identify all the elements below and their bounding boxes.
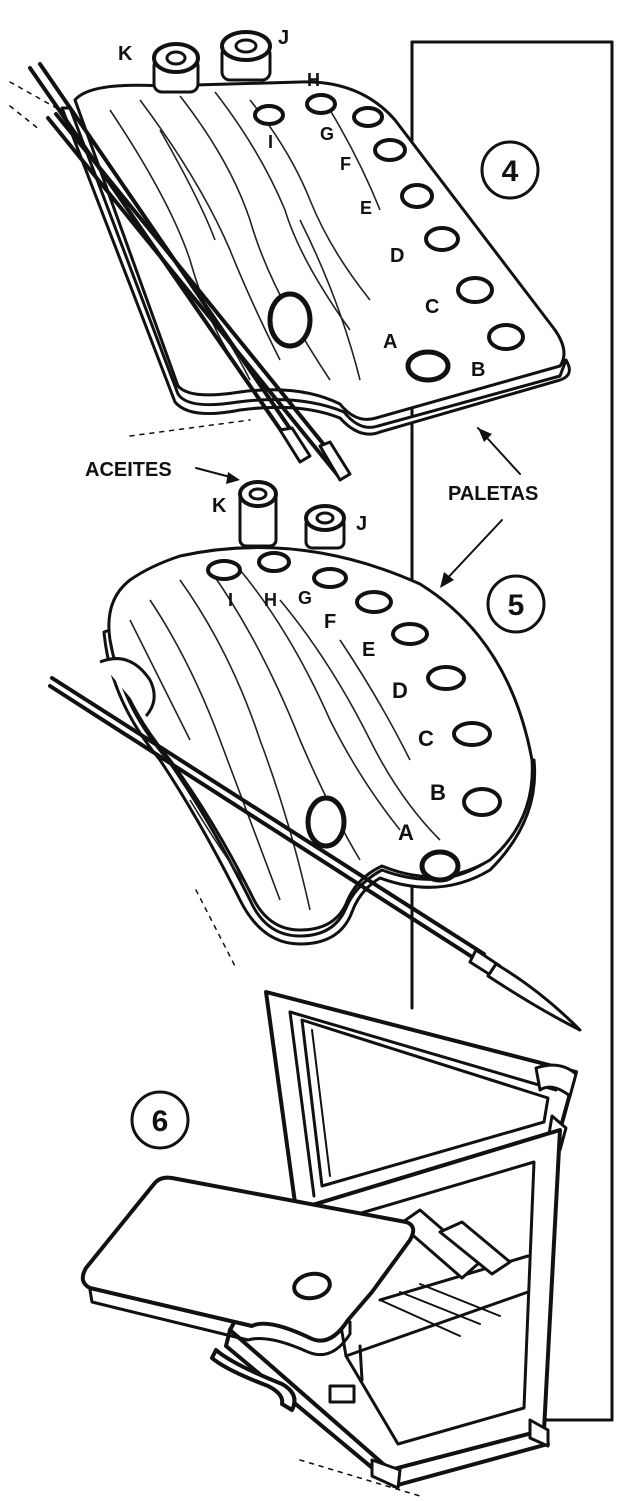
label-5-J: J <box>356 513 367 535</box>
construction-lines <box>9 81 421 1497</box>
label-5-G: G <box>298 588 312 608</box>
label-4-I: I <box>268 132 273 152</box>
figure-5-wells <box>206 551 502 883</box>
label-5-B: B <box>430 780 446 805</box>
aceites-callout: ACEITES <box>85 459 240 484</box>
figure-5-palette: K J I H G F E D C B A 5 <box>48 480 582 1032</box>
label-4-H: H <box>307 70 320 90</box>
label-5-F: F <box>324 611 336 633</box>
aceites-label: ACEITES <box>85 459 172 481</box>
label-4-E: E <box>360 198 372 218</box>
label-5-K: K <box>212 495 227 517</box>
paletas-label: PALETAS <box>448 483 538 505</box>
label-4-C: C <box>425 296 439 318</box>
label-5-H: H <box>264 590 277 610</box>
figure-6-number: 6 <box>152 1105 169 1138</box>
label-5-I: I <box>228 590 233 610</box>
label-4-F: F <box>340 154 351 174</box>
figure-4-wells <box>253 93 525 383</box>
label-5-D: D <box>392 678 408 703</box>
figure-6-paint-box: 6 <box>80 990 578 1490</box>
paletas-callout: PALETAS <box>440 427 538 588</box>
figure-4-number: 4 <box>502 155 519 188</box>
label-4-J: J <box>278 27 289 49</box>
figure-5-number: 5 <box>508 589 525 622</box>
label-5-A: A <box>398 820 414 845</box>
label-5-E: E <box>362 639 375 661</box>
label-4-B: B <box>471 359 485 381</box>
label-4-A: A <box>383 331 397 353</box>
figure-4-palette: K J H I G F E D C A B 4 <box>28 27 571 482</box>
label-5-C: C <box>418 726 434 751</box>
figure-5-brush <box>48 676 582 1032</box>
label-4-G: G <box>320 124 334 144</box>
label-4-D: D <box>390 245 404 267</box>
figure-4-oil-cups <box>152 30 272 94</box>
label-4-K: K <box>118 43 133 65</box>
figure-4-brushes <box>28 62 352 482</box>
figure-5-oil-cups <box>238 480 346 550</box>
